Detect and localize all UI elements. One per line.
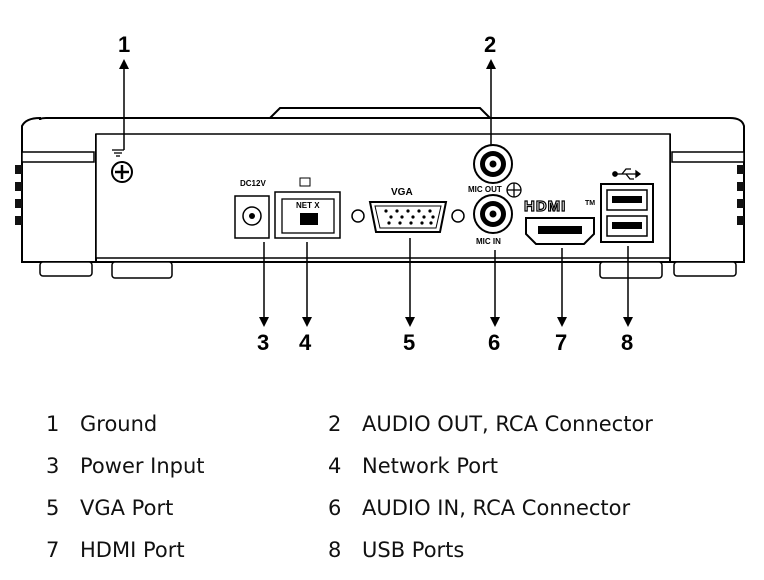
legend-label: HDMI Port xyxy=(80,538,185,562)
callout-2: 2 xyxy=(484,32,496,57)
legend-item-power-input: 3 Power Input xyxy=(46,454,205,478)
audio-out-rca-port: MIC OUT xyxy=(468,144,522,198)
legend-label: USB Ports xyxy=(362,538,465,562)
device-feet xyxy=(39,261,737,279)
hdmi-tm-label: TM xyxy=(585,200,595,207)
legend-number: 1 xyxy=(46,412,60,436)
usb-icon xyxy=(612,168,642,180)
legend-label: Ground xyxy=(80,412,158,436)
legend: 1 Ground 2 AUDIO OUT, RCA Connector 3 Power… xyxy=(0,402,764,572)
callout-3: 3 xyxy=(257,330,269,355)
usb-ports xyxy=(600,168,654,243)
power-input-port: DC12V xyxy=(234,179,270,239)
legend-label: Network Port xyxy=(362,454,498,478)
audio-in-rca-port: MIC IN xyxy=(473,194,513,246)
callout-4: 4 xyxy=(299,330,312,355)
vga-port: VGA xyxy=(351,187,465,233)
legend-item-ground: 1 Ground xyxy=(46,412,157,436)
vga-label: VGA xyxy=(391,187,413,198)
mic-out-label: MIC OUT xyxy=(468,185,502,194)
legend-item-network-port: 4 Network Port xyxy=(328,454,498,478)
legend-number: 7 xyxy=(46,538,60,562)
legend-item-hdmi-port: 7 HDMI Port xyxy=(46,538,185,562)
mic-in-label: MIC IN xyxy=(476,237,501,246)
callout-5: 5 xyxy=(403,330,415,355)
legend-number: 3 xyxy=(46,454,60,478)
callout-8: 8 xyxy=(621,330,633,355)
legend-item-audio-out: 2 AUDIO OUT, RCA Connector xyxy=(328,412,653,436)
legend-number: 2 xyxy=(328,412,342,436)
rear-panel-diagram: DC12V NET X VGA MIC OUT xyxy=(15,32,745,355)
right-side-rail xyxy=(671,151,745,163)
legend-item-audio-in: 6 AUDIO IN, RCA Connector xyxy=(328,496,630,520)
legend-item-vga-port: 5 VGA Port xyxy=(46,496,173,520)
legend-label: Power Input xyxy=(80,454,205,478)
callout-1: 1 xyxy=(118,32,130,57)
left-vents xyxy=(15,165,22,225)
legend-number: 6 xyxy=(328,496,342,520)
dc-label: DC12V xyxy=(240,179,266,188)
hdmi-port: HDMI TM xyxy=(523,197,595,245)
right-vents xyxy=(737,165,744,225)
hdmi-logo-label: HDMI xyxy=(524,198,566,215)
net-panel-label: NET X xyxy=(296,201,320,210)
callout-6: 6 xyxy=(488,330,500,355)
callout-arrows xyxy=(119,59,633,327)
legend-label: VGA Port xyxy=(80,496,174,520)
left-side-rail xyxy=(21,151,95,163)
legend-label: AUDIO IN, RCA Connector xyxy=(362,496,631,520)
legend-number: 4 xyxy=(328,454,342,478)
network-port: NET X xyxy=(274,177,341,239)
callout-7: 7 xyxy=(555,330,567,355)
ground-screw-icon xyxy=(111,149,133,183)
legend-item-usb-ports: 8 USB Ports xyxy=(328,538,464,562)
legend-number: 5 xyxy=(46,496,60,520)
legend-number: 8 xyxy=(328,538,342,562)
legend-label: AUDIO OUT, RCA Connector xyxy=(362,412,653,436)
